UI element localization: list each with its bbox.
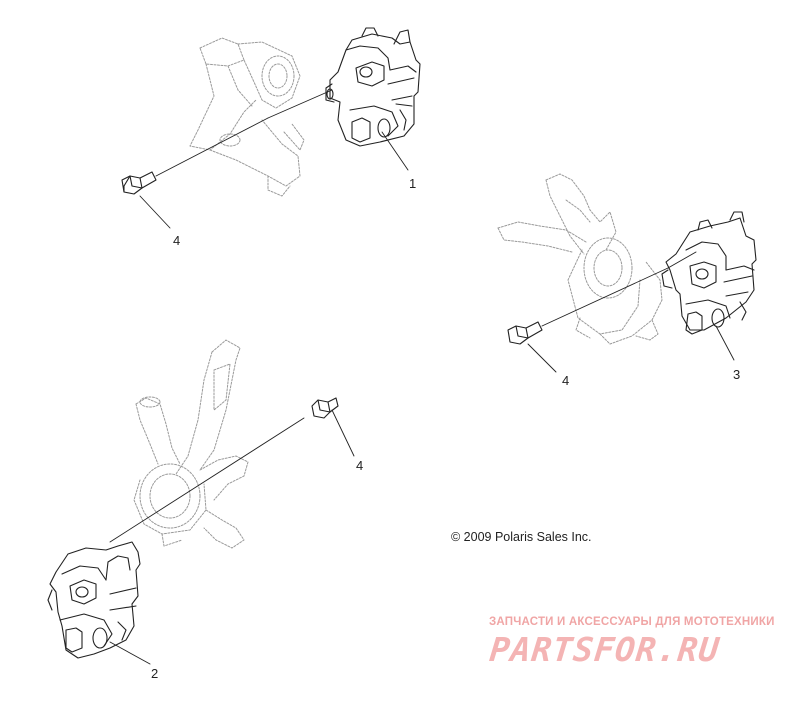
bolt-4a <box>121 171 157 195</box>
bolt-4c <box>311 397 339 419</box>
leader-lines <box>109 89 735 665</box>
watermark-tagline: ЗАПЧАСТИ И АКСЕССУАРЫ ДЛЯ МОТОТЕХНИКИ <box>489 616 775 628</box>
knuckle-bottom-left <box>133 339 249 549</box>
callout-4-top-left: 4 <box>173 233 181 248</box>
callout-4-right: 4 <box>562 373 570 388</box>
watermark-logo: PARTSFOR.RU <box>487 630 722 669</box>
knuckle-right <box>497 173 663 345</box>
copyright-notice: © 2009 Polaris Sales Inc. <box>451 530 592 544</box>
knuckle-top-left <box>189 37 305 197</box>
callout-1: 1 <box>409 176 417 191</box>
brake-caliper-1 <box>325 27 421 147</box>
brake-caliper-3 <box>661 211 757 335</box>
callout-2: 2 <box>151 666 159 681</box>
brake-caliper-2 <box>47 541 141 659</box>
callout-3: 3 <box>733 367 741 382</box>
callout-4-middle: 4 <box>356 458 364 473</box>
bolt-4b <box>507 321 543 345</box>
